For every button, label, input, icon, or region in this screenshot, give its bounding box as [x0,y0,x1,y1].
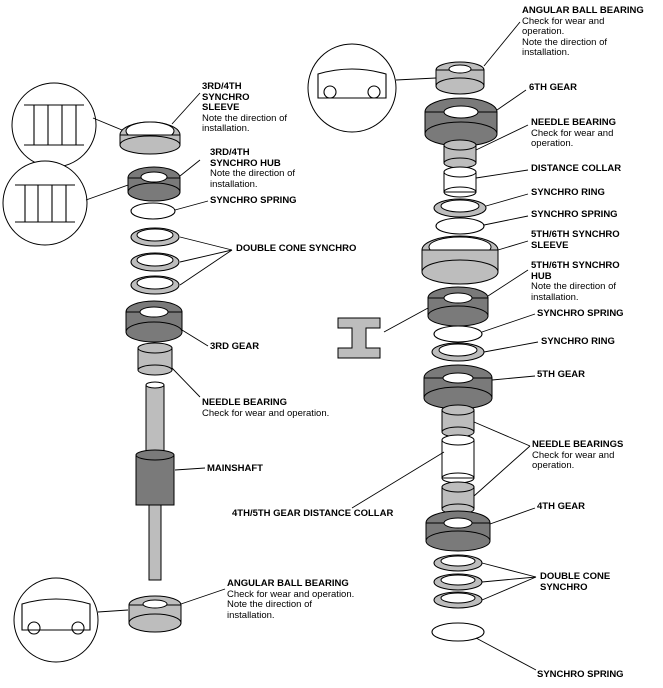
label-title: SYNCHRO SPRING [531,209,618,220]
label-title: ANGULAR BALL BEARING [522,5,644,16]
label-title: DOUBLE CONE SYNCHRO [540,571,611,593]
label-5th-6th-synchro-sleeve: 5TH/6TH SYNCHRO SLEEVE [531,229,620,251]
label-title: NEEDLE BEARINGS [532,439,624,450]
label-desc: Check for wear and operation. [532,449,615,471]
label-desc: Check for wear and operation. [531,127,614,149]
label-3rd-gear: 3RD GEAR [210,341,260,353]
label-title: MAINSHAFT [207,463,263,474]
label-desc: Note the direction of installation. [531,281,617,303]
label-title: SYNCHRO RING [531,187,605,198]
label-title: NEEDLE BEARING [202,397,287,408]
label-double-cone-synchro-left: DOUBLE CONE SYNCHRO [236,243,357,255]
label-synchro-spring-right-3: SYNCHRO SPRING [537,669,624,681]
label-desc: Check for wear and operation. [202,407,330,419]
label-title: 3RD GEAR [210,341,260,352]
label-title: 3RD/4TH SYNCHRO HUB [210,147,281,169]
right-parts-stack [421,61,499,642]
label-needle-bearing-right: NEEDLE BEARING Check for wear and operat… [531,117,616,150]
left-detail-callouts [2,82,129,663]
label-title: 4TH/5TH GEAR DISTANCE COLLAR [232,508,394,519]
label-needle-bearing-left: NEEDLE BEARING Check for wear and operat… [202,397,330,419]
label-double-cone-synchro-right: DOUBLE CONE SYNCHRO [540,571,611,593]
label-title: SYNCHRO SPRING [537,669,624,680]
label-distance-collar: DISTANCE COLLAR [531,163,622,175]
label-desc: Note the direction of installation. [210,168,296,190]
label-4th-5th-gear-distance-collar: 4TH/5TH GEAR DISTANCE COLLAR [232,508,394,520]
label-title: 4TH GEAR [537,501,586,512]
label-3rd-4th-synchro-hub: 3RD/4TH SYNCHRO HUB Note the direction o… [210,147,296,190]
label-title: 5TH GEAR [537,369,586,380]
label-mainshaft: MAINSHAFT [207,463,263,475]
label-3rd-4th-synchro-sleeve: 3RD/4TH SYNCHRO SLEEVE Note the directio… [202,81,288,135]
label-synchro-ring-right-2: SYNCHRO RING [541,336,615,348]
label-needle-bearings-right: NEEDLE BEARINGS Check for wear and opera… [532,439,624,472]
label-synchro-spring-right-1: SYNCHRO SPRING [531,209,618,221]
label-4th-gear: 4TH GEAR [537,501,586,513]
label-title: DISTANCE COLLAR [531,163,622,174]
label-title: ANGULAR BALL BEARING [227,578,349,589]
label-title: 5TH/6TH SYNCHRO HUB [531,260,620,282]
left-leader-lines [171,92,233,605]
label-title: 6TH GEAR [529,82,578,93]
label-5th-6th-synchro-hub: 5TH/6TH SYNCHRO HUB Note the direction o… [531,260,620,303]
label-angular-ball-bearing-left: ANGULAR BALL BEARING Check for wear and … [227,578,355,621]
label-6th-gear: 6TH GEAR [529,82,578,94]
label-synchro-ring-right-1: SYNCHRO RING [531,187,605,199]
label-title: SYNCHRO SPRING [537,308,624,319]
label-title: SYNCHRO RING [541,336,615,347]
label-desc: Note the direction of installation. [202,112,288,134]
label-title: SYNCHRO SPRING [210,195,297,206]
label-title: 5TH/6TH SYNCHRO SLEEVE [531,229,620,251]
label-synchro-spring-left: SYNCHRO SPRING [210,195,297,207]
label-5th-gear: 5TH GEAR [537,369,586,381]
label-title: NEEDLE BEARING [531,117,616,128]
label-title: DOUBLE CONE SYNCHRO [236,243,357,254]
right-detail-callouts [307,43,437,359]
label-synchro-spring-right-2: SYNCHRO SPRING [537,308,624,320]
label-title: 3RD/4TH SYNCHRO SLEEVE [202,81,250,113]
label-desc: Check for wear and operation. Note the d… [227,588,355,621]
left-parts-stack [119,121,183,633]
label-angular-ball-bearing-right: ANGULAR BALL BEARING Check for wear and … [522,5,644,59]
label-desc: Check for wear and operation. Note the d… [522,15,608,58]
right-leader-lines [351,21,539,671]
